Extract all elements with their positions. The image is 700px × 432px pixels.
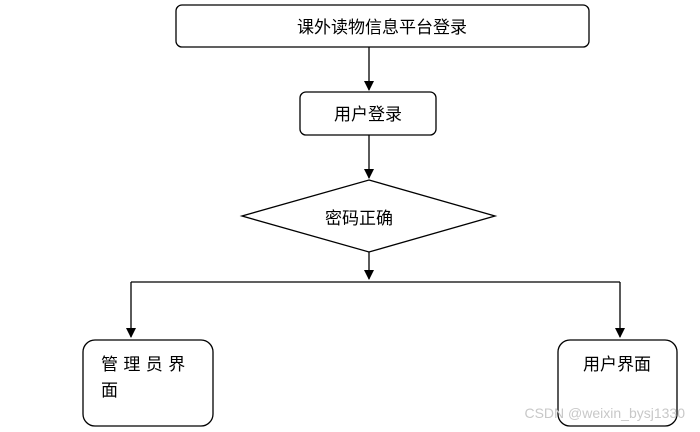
login-node-label: 用户登录 — [334, 105, 402, 125]
admin-node-label-line1: 管 理 员 界 — [101, 355, 185, 375]
user-node-label: 用户界面 — [583, 355, 651, 375]
admin-node-label-line2: 面 — [101, 381, 118, 401]
login-node: 用户登录 — [299, 91, 437, 136]
start-node-label: 课外读物信息平台登录 — [297, 18, 467, 38]
user-node: 用户界面 — [557, 339, 678, 427]
start-node: 课外读物信息平台登录 — [175, 4, 590, 48]
decision-node: 密码正确 — [239, 179, 498, 253]
watermark-text: CSDN @weixin_bysj1330 — [524, 405, 685, 421]
decision-node-label: 密码正确 — [325, 209, 393, 229]
admin-node: 管 理 员 界 面 — [82, 339, 214, 427]
